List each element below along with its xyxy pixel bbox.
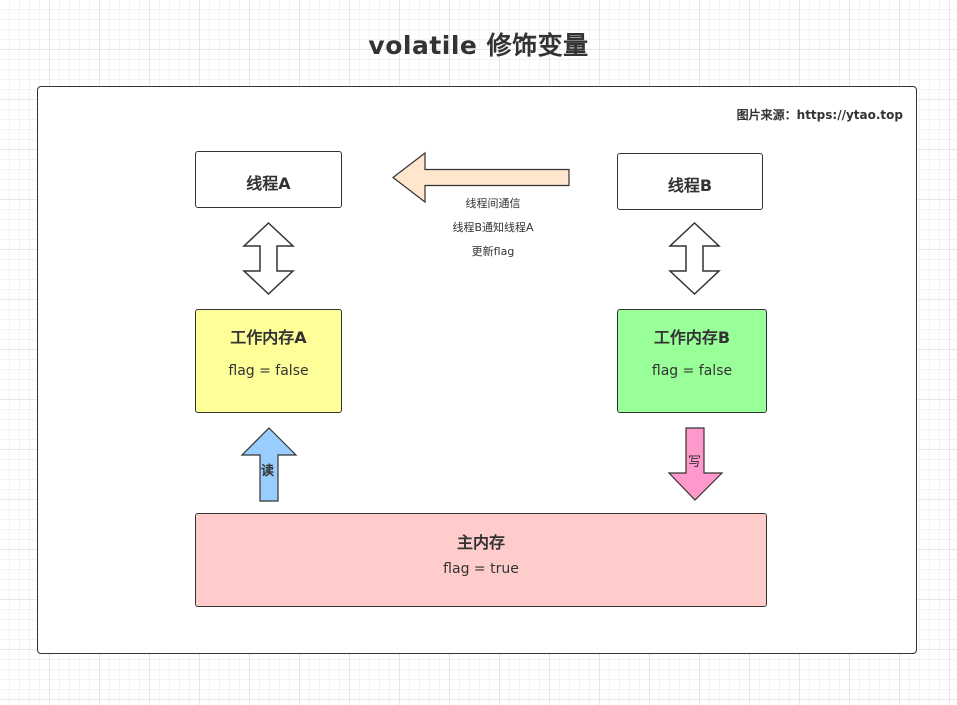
working-memory-a-box: 工作内存A flag = false bbox=[195, 309, 342, 413]
main-memory-box: 主内存 flag = true bbox=[195, 513, 767, 607]
communication-note-line1: 线程间通信 bbox=[465, 197, 521, 210]
thread-b-double-arrow bbox=[668, 221, 721, 296]
main-memory-value: flag = true bbox=[443, 561, 519, 577]
write-arrow-shape bbox=[667, 427, 724, 501]
write-arrow-label: 写 bbox=[688, 455, 702, 470]
write-arrow bbox=[667, 427, 724, 501]
thread-b-label: 线程B bbox=[667, 176, 713, 195]
diagram-title: volatile 修饰变量 bbox=[368, 31, 589, 60]
communication-note-line3: 更新flag bbox=[471, 245, 515, 258]
double-arrow-shape bbox=[242, 221, 295, 296]
communication-arrow bbox=[392, 151, 570, 204]
communication-note-line2: 线程B通知线程A bbox=[452, 221, 534, 234]
thread-a-box: 线程A bbox=[195, 151, 342, 208]
working-memory-b-title: 工作内存B bbox=[653, 328, 731, 347]
read-arrow-shape bbox=[240, 427, 298, 502]
working-memory-a-value: flag = false bbox=[228, 363, 309, 379]
read-arrow bbox=[240, 427, 298, 502]
thread-a-double-arrow bbox=[242, 221, 295, 296]
working-memory-a-title: 工作内存A bbox=[230, 328, 307, 347]
communication-arrow-shape bbox=[392, 151, 570, 204]
double-arrow-shape bbox=[668, 221, 721, 296]
working-memory-b-value: flag = false bbox=[651, 363, 733, 379]
image-source-note: 图片来源：https://ytao.top bbox=[736, 108, 903, 122]
read-arrow-label: 读 bbox=[261, 464, 275, 479]
main-memory-title: 主内存 bbox=[456, 533, 505, 552]
working-memory-b-box: 工作内存B flag = false bbox=[617, 309, 767, 413]
thread-a-label: 线程A bbox=[246, 174, 291, 193]
thread-b-box: 线程B bbox=[617, 153, 763, 210]
